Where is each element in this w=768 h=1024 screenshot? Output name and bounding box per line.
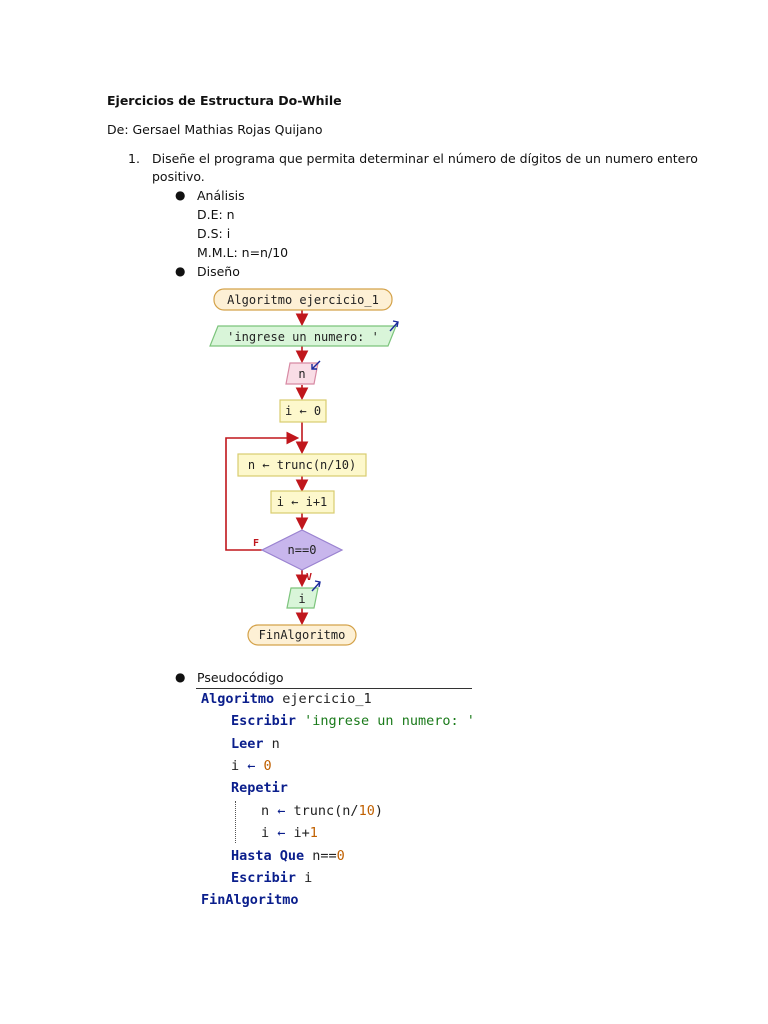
flow-connectors bbox=[225, 310, 309, 626]
pseudo-label: Pseudocódigo bbox=[197, 670, 284, 685]
flow-input-text: n bbox=[298, 367, 305, 381]
author-line: De: Gersael Mathias Rojas Quijano bbox=[107, 122, 323, 137]
item-text-line1: Diseñe el programa que permita determina… bbox=[152, 151, 698, 166]
flow-output-i-text: i bbox=[298, 592, 305, 606]
flow-output-prompt: 'ingrese un numero: ' bbox=[209, 320, 399, 347]
code-line-2: Escribir 'ingrese un numero: ' bbox=[231, 713, 475, 729]
ds-line: D.S: i bbox=[197, 226, 231, 241]
code-line-8: Hasta Que n==0 bbox=[231, 848, 345, 864]
flowchart: Algoritmo ejercicio_1 'ingrese un numero… bbox=[209, 288, 399, 646]
flow-assign-trunc-text: n ← trunc(n/10) bbox=[248, 458, 356, 472]
code-line-5: Repetir bbox=[231, 780, 288, 796]
flow-assign-i0: i ← 0 bbox=[279, 399, 327, 423]
diseno-label: Diseño bbox=[197, 264, 240, 279]
output-arrow-icon bbox=[389, 320, 399, 332]
code-line-1: Algoritmo ejercicio_1 bbox=[201, 691, 372, 707]
indent-guide bbox=[235, 801, 236, 843]
flow-end-text: FinAlgoritmo bbox=[259, 628, 346, 642]
flow-false-label: F bbox=[253, 538, 259, 549]
output-arrow-icon bbox=[311, 580, 321, 592]
input-arrow-icon bbox=[311, 360, 321, 370]
flow-assign-increment: i ← i+1 bbox=[270, 490, 335, 514]
code-line-4: i ← 0 bbox=[231, 758, 272, 774]
bullet-icon: ● bbox=[175, 188, 186, 202]
code-line-7: i ← i+1 bbox=[261, 825, 318, 841]
flow-end-terminal: FinAlgoritmo bbox=[247, 624, 357, 646]
code-line-9: Escribir i bbox=[231, 870, 313, 886]
flow-true-label: V bbox=[306, 572, 312, 583]
analisis-label: Análisis bbox=[197, 188, 245, 203]
code-line-3: Leer n bbox=[231, 736, 280, 752]
flow-start-terminal: Algoritmo ejercicio_1 bbox=[213, 288, 393, 311]
bullet-icon: ● bbox=[175, 670, 186, 684]
item-text-line2: positivo. bbox=[152, 169, 205, 184]
flow-input-n: n bbox=[285, 360, 321, 385]
code-line-6: n ← trunc(n/10) bbox=[261, 803, 383, 819]
flow-assign-increment-text: i ← i+1 bbox=[277, 495, 328, 509]
mml-line: M.M.L: n=n/10 bbox=[197, 245, 289, 260]
divider bbox=[196, 688, 472, 689]
bullet-icon: ● bbox=[175, 264, 186, 278]
flow-output-i: i bbox=[286, 580, 321, 609]
flow-assign-trunc: n ← trunc(n/10) bbox=[237, 453, 367, 477]
flow-decision: n==0 bbox=[260, 529, 344, 571]
list-number: 1. bbox=[128, 151, 140, 166]
de-line: D.E: n bbox=[197, 207, 235, 222]
document-title: Ejercicios de Estructura Do-While bbox=[107, 93, 342, 108]
flow-decision-text: n==0 bbox=[288, 543, 317, 557]
flow-start-text: Algoritmo ejercicio_1 bbox=[227, 293, 379, 307]
flow-assign-i0-text: i ← 0 bbox=[285, 404, 321, 418]
flow-output-prompt-text: 'ingrese un numero: ' bbox=[227, 330, 379, 344]
code-line-10: FinAlgoritmo bbox=[201, 892, 299, 908]
